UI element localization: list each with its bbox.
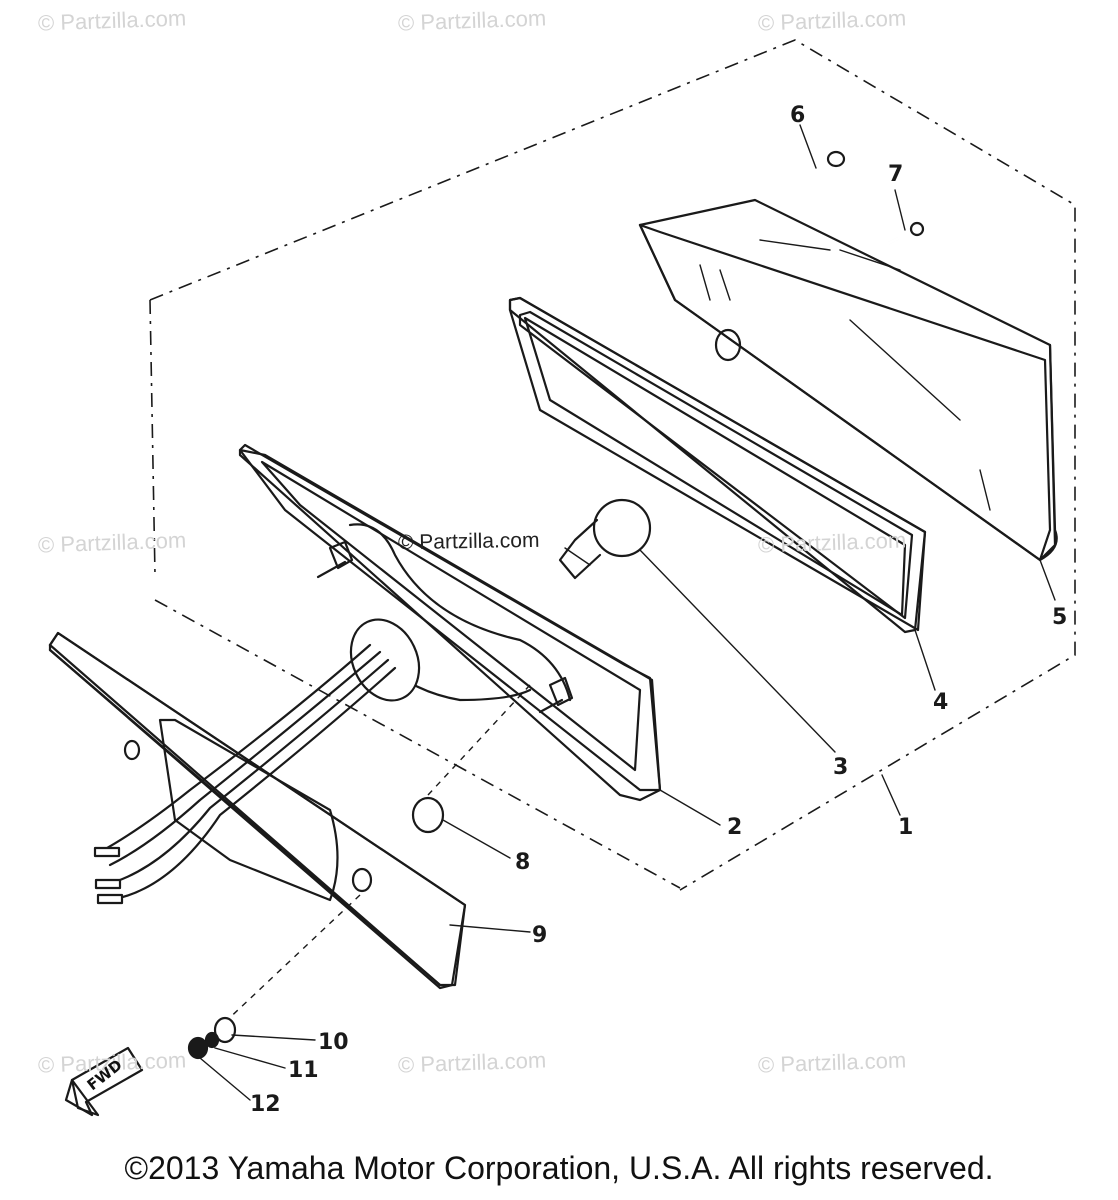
part-5-lens-housing (638, 198, 1058, 601)
fwd-arrow-icon (64, 1046, 144, 1117)
watermark-1: © Partzilla.com (37, 5, 187, 36)
parts-10-11-12-fasteners (187, 894, 361, 1101)
callout-5: 5 (1052, 605, 1068, 630)
callout-1: 1 (898, 815, 914, 840)
callout-4: 4 (933, 690, 949, 715)
callout-2: 2 (727, 815, 743, 840)
callout-6: 6 (790, 103, 806, 128)
callout-10: 10 (318, 1030, 349, 1055)
callout-8: 8 (515, 850, 531, 875)
callout-3: 3 (833, 755, 849, 780)
watermark-center: © Partzilla.com (397, 528, 540, 555)
callout-12: 12 (250, 1092, 281, 1117)
callout-9: 9 (532, 923, 548, 948)
part-6-screw (773, 124, 846, 194)
watermark-9: © Partzilla.com (757, 1047, 907, 1078)
part-4-gasket (508, 296, 936, 691)
copyright-notice: ©2013 Yamaha Motor Corporation, U.S.A. A… (124, 1150, 994, 1186)
part-2-base (238, 443, 721, 826)
callout-11: 11 (288, 1058, 319, 1083)
watermark-4: © Partzilla.com (37, 527, 187, 558)
part-7-screw (883, 189, 925, 247)
watermark-2: © Partzilla.com (397, 5, 547, 36)
watermark-8: © Partzilla.com (397, 1047, 547, 1078)
callout-7: 7 (888, 162, 904, 187)
part-1-leader (881, 774, 901, 816)
wiring-harness (93, 643, 397, 905)
part-3-bulb (558, 498, 836, 753)
part-9-bracket (48, 631, 531, 990)
watermark-3: © Partzilla.com (757, 5, 907, 36)
part-8-grommet (411, 684, 531, 859)
assembly-outline (149, 39, 1076, 891)
watermark-6: © Partzilla.com (757, 527, 907, 558)
